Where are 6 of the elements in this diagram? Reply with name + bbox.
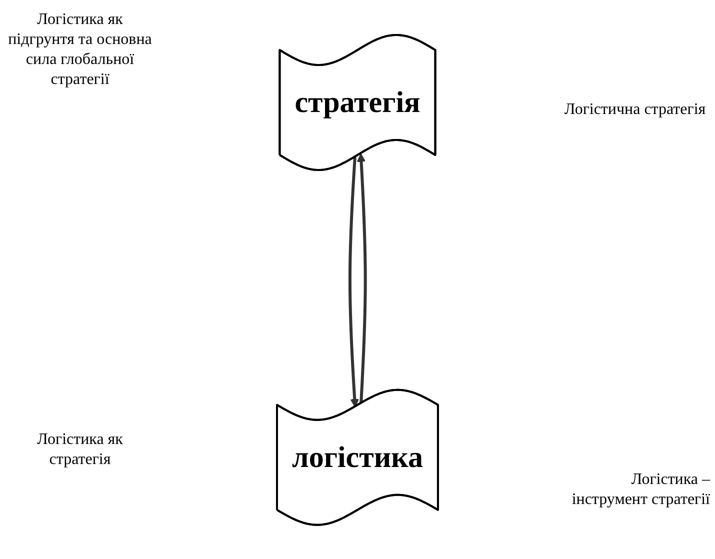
- arrow: [356, 152, 367, 404]
- annotation-text: Логістика – інструмент стратегії: [570, 470, 710, 510]
- annotation-text: Логістика як стратегія: [36, 430, 124, 470]
- annotation-text: Логістика як підгрунтя та основна сила глобальної стратегії: [7, 10, 153, 90]
- arrow: [348, 156, 360, 408]
- annotation-text: Логістична стратегія: [563, 100, 707, 120]
